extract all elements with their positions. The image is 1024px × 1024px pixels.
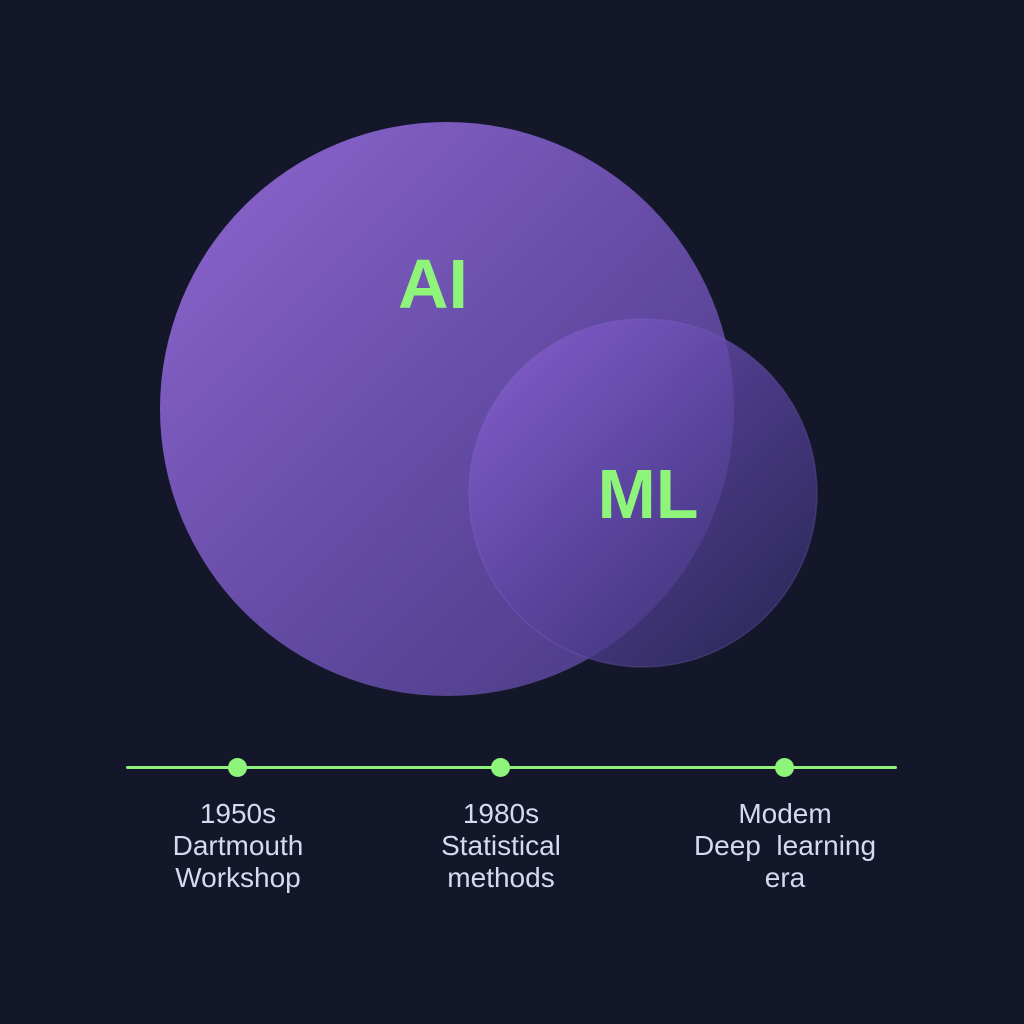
milestone-period: Modem <box>738 798 832 829</box>
milestone-line2: Workshop <box>175 862 301 893</box>
milestone-period: 1950s <box>199 798 277 829</box>
ai-set-label: AI <box>398 245 468 323</box>
milestone-line1: Dartmouth <box>172 830 304 861</box>
timeline: 1950s Dartmouth Workshop 1980s Statistic… <box>0 740 1024 1024</box>
milestone-line1: Statistical <box>441 830 561 861</box>
milestone-caption: 1950s Dartmouth Workshop <box>118 798 358 894</box>
milestone-dot <box>228 758 247 777</box>
milestone-line2: era <box>764 862 806 893</box>
milestone-dot <box>775 758 794 777</box>
milestone-caption: Modem Deep learning era <box>665 798 905 894</box>
milestone-period: 1980s <box>462 798 540 829</box>
venn-diagram: AI ML <box>160 122 818 696</box>
milestone-line2: methods <box>447 862 555 893</box>
milestone-dot <box>491 758 510 777</box>
timeline-line <box>126 766 897 769</box>
milestone-caption: 1980s Statistical methods <box>381 798 621 894</box>
ml-set-circle <box>468 318 818 668</box>
ml-set-label: ML <box>597 455 698 533</box>
milestone-line1: Deep learning <box>693 830 877 861</box>
